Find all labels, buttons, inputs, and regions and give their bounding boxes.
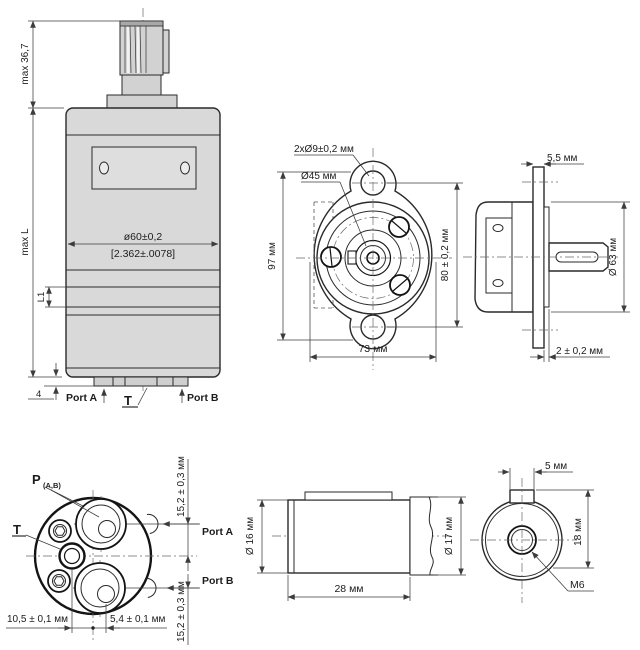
- label-pressure-port: P: [32, 472, 41, 487]
- shaft-key: [304, 491, 393, 501]
- pressure-port-a: [75, 498, 127, 550]
- hex-socket-plug: [48, 519, 72, 543]
- view-shaft-end: 5 мм 18 мм M6: [470, 461, 594, 603]
- dim-body-length: max L: [20, 228, 31, 256]
- label-port-a: Port A: [66, 392, 98, 404]
- dim-body-diameter-in: [2.362±.0078]: [111, 248, 175, 260]
- shaft-cylinder: [287, 499, 411, 574]
- label-port-a: Port A: [202, 526, 234, 538]
- dim-pilot-diameter: Ø45 мм: [301, 171, 337, 182]
- plate-rivet: [492, 224, 504, 232]
- dim-flange-width: 73 мм: [358, 343, 387, 355]
- port-boss-tab: [146, 513, 159, 534]
- port-bosses: [93, 376, 189, 387]
- plate-rivet: [492, 279, 504, 287]
- hex-socket-plug: [47, 569, 71, 593]
- shaft-shank: [121, 74, 162, 96]
- name-plate: [91, 146, 197, 190]
- dim-key-width: 5 мм: [545, 461, 567, 472]
- shaft-collar-break: [409, 496, 434, 576]
- dim-port-b-offset: 15,2 ± 0,3 мм: [176, 581, 187, 642]
- shaft-base: [106, 94, 178, 109]
- pressure-port-b: [74, 562, 126, 614]
- splined-shaft: [106, 20, 178, 109]
- dim-collar-diameter: Ø 17 мм: [444, 517, 455, 555]
- dim-body-diameter-mm: ø60±0,2: [124, 231, 163, 243]
- label-port-b: Port B: [202, 575, 234, 587]
- plate-rivet: [99, 161, 109, 175]
- view-port-face: P (A,B) T Port A Port B 15,2 ± 0,3 мм 15…: [6, 456, 234, 645]
- dim-key-height: 18 мм: [573, 518, 584, 546]
- dim-boss-height: 4: [36, 389, 41, 400]
- tank-port-ring: [58, 542, 86, 570]
- shaft-step: [162, 29, 170, 74]
- keyway-mark: [347, 250, 357, 265]
- screw-plugs: [320, 216, 411, 296]
- name-plate-side: [485, 217, 513, 294]
- dim-bolt-holes: 2xØ9±0,2 мм: [294, 144, 354, 155]
- dim-port-drill-offset: 5,4 ± 0,1 мм: [110, 614, 166, 625]
- plate-rivet: [180, 161, 190, 175]
- dim-l1: L1: [36, 292, 47, 303]
- dim-shaft-length: 28 мм: [334, 583, 363, 595]
- label-tank-port: T: [124, 393, 132, 408]
- label-port-b: Port B: [187, 392, 219, 404]
- dim-flange-height: 97 мм: [267, 242, 278, 270]
- view-flange-side: 5,5 мм Ø 63 мм 2 ± 0,2 мм: [463, 153, 630, 362]
- dim-flange-body-diameter: Ø 63 мм: [608, 238, 619, 276]
- label-pressure-port-sub: (A,B): [43, 481, 61, 490]
- view-shaft-detail-side: Ø 16 мм Ø 17 мм 28 мм: [245, 491, 466, 601]
- dim-spigot-offset: 2 ± 0,2 мм: [556, 346, 603, 357]
- dim-port-a-offset: 15,2 ± 0,3 мм: [176, 456, 187, 517]
- port-boss-tab: [144, 577, 157, 598]
- dim-shaft-height: max 36,7: [20, 43, 31, 85]
- dim-flange-thickness: 5,5 мм: [547, 153, 578, 164]
- mounting-flange-plate: [532, 166, 545, 349]
- dim-node: [91, 626, 95, 630]
- view-motor-side: max 36,7 max L ø60±0,2 [2.362±.0078] L1 …: [20, 8, 221, 408]
- dim-tank-offset: 10,5 ± 0,1 мм: [7, 614, 68, 625]
- label-tank-port: T: [13, 522, 21, 537]
- view-flange-front: 97 мм 80 ± 0,2 мм 73 мм 2xØ9±0,2 мм Ø45 …: [267, 144, 463, 370]
- dim-shaft-diameter: Ø 16 мм: [245, 517, 256, 555]
- label-thread: M6: [570, 579, 585, 591]
- dim-bolt-spacing: 80 ± 0,2 мм: [440, 229, 451, 282]
